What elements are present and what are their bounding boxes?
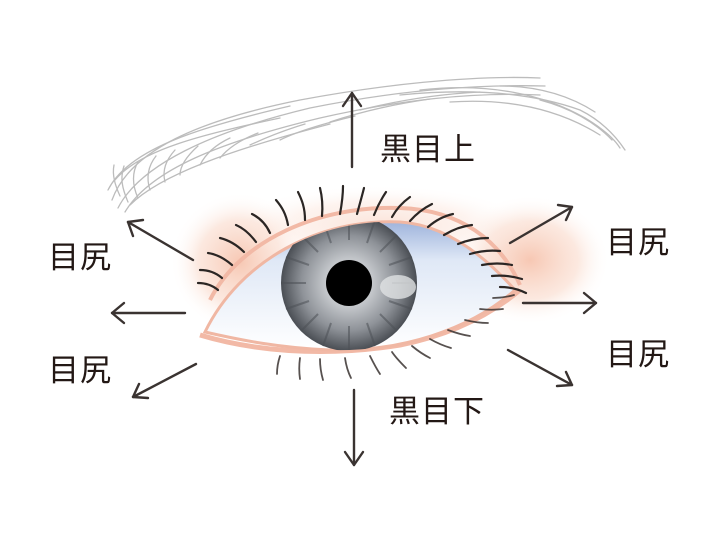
- label-outer-corner-right-upper: 目尻: [606, 225, 670, 261]
- arrow-upper-right-icon: [508, 203, 574, 245]
- arrow-lower-left-icon: [131, 362, 198, 400]
- arrow-left-icon: [110, 301, 187, 325]
- highlight: [380, 275, 416, 299]
- arrow-right-icon: [521, 291, 598, 315]
- arrow-lower-right-icon: [506, 348, 574, 388]
- lower-lashes: [276, 294, 515, 381]
- label-iris-top: 黒目上: [380, 132, 476, 168]
- upper-lid-line: [208, 205, 522, 301]
- label-outer-corner-right-lower: 目尻: [606, 337, 670, 373]
- arrow-up-icon: [341, 91, 363, 169]
- arrow-upper-left-icon: [126, 218, 195, 262]
- arrow-down-icon: [343, 388, 365, 467]
- pupil: [326, 260, 372, 306]
- label-outer-corner-left-upper: 目尻: [48, 240, 112, 276]
- arrows: [110, 91, 598, 467]
- upper-lashes: [196, 184, 528, 295]
- label-iris-bottom: 黒目下: [389, 394, 485, 430]
- label-outer-corner-left-lower: 目尻: [48, 353, 112, 389]
- eyebrow: [107, 76, 626, 213]
